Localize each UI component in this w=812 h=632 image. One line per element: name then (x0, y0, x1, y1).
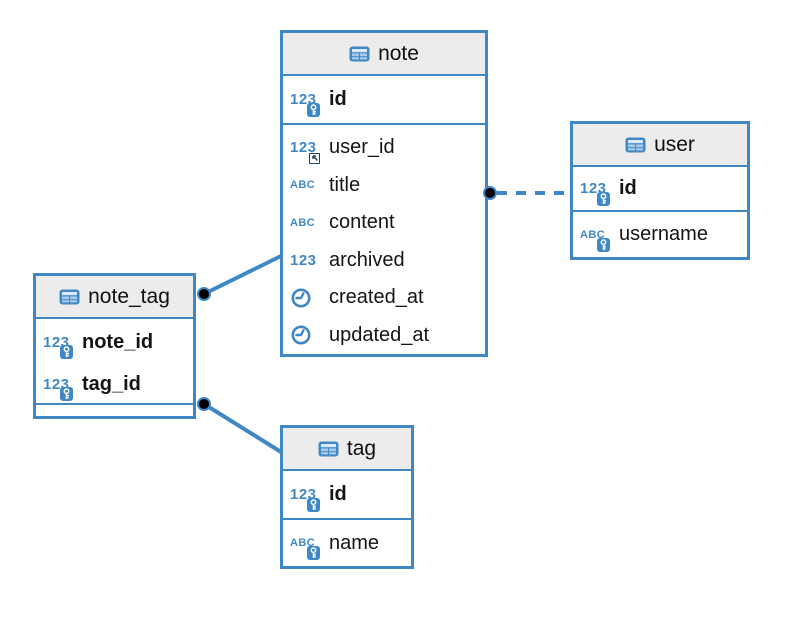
numeric-type-icon: 123 (290, 251, 317, 269)
numeric-type-icon: 123 (43, 329, 75, 359)
entity-title: tag (346, 436, 377, 460)
primary-key-icon (60, 387, 73, 401)
relation-line-note_tag.note_id-note.id[interactable] (203, 254, 282, 296)
column-row-note-updated-at[interactable]: updated_at (283, 316, 485, 354)
column-row-tag-id[interactable]: 123 id (283, 471, 411, 520)
column-row-note-tag-tag-id[interactable]: 123 tag_id (36, 365, 193, 405)
text-type-icon: ABC (290, 179, 316, 192)
column-name: note_id (82, 330, 154, 353)
column-name: username (619, 223, 708, 245)
column-row-note-user-id[interactable]: 123 user_id (283, 129, 485, 167)
numeric-type-icon: 123 (43, 371, 75, 401)
column-name: tag_id (82, 372, 141, 395)
entity-user[interactable]: user 123 id ABC username (570, 121, 750, 260)
entity-title: note (378, 41, 419, 65)
entity-title: note_tag (88, 284, 170, 308)
column-row-user-id[interactable]: 123 id (573, 167, 747, 212)
numeric-type-icon: 123 (290, 87, 322, 117)
column-name: updated_at (329, 323, 430, 346)
relation-endpoint-dot[interactable] (197, 287, 211, 301)
unique-key-icon (307, 546, 320, 560)
entity-tag[interactable]: tag 123 id ABC name (280, 425, 414, 569)
table-icon (59, 289, 80, 304)
relation-line-note_tag.tag_id-tag.id[interactable] (202, 402, 283, 454)
column-row-note-tag-note-id[interactable]: 123 note_id (36, 319, 193, 365)
entity-title: user (654, 132, 695, 156)
entity-note-tag-header[interactable]: note_tag (36, 276, 193, 319)
column-row-user-username[interactable]: ABC username (573, 212, 747, 257)
table-icon (318, 441, 339, 456)
column-name: id (619, 177, 637, 199)
column-row-tag-name[interactable]: ABC name (283, 520, 411, 566)
foreign-key-icon (309, 152, 320, 164)
numeric-type-icon: 123 (290, 482, 322, 512)
text-type-icon: ABC (580, 222, 612, 252)
text-type-icon: ABC (290, 530, 322, 560)
entity-note-header[interactable]: note (283, 33, 485, 76)
column-name: name (329, 531, 380, 554)
column-name: title (329, 173, 361, 196)
column-row-note-created-at[interactable]: created_at (283, 279, 485, 317)
column-row-note-archived[interactable]: 123 archived (283, 241, 485, 279)
clock-icon (290, 285, 322, 311)
primary-key-icon (307, 102, 320, 117)
table-icon (625, 137, 646, 152)
column-row-note-id[interactable]: 123 id (283, 76, 485, 125)
numeric-type-icon: 123 (580, 176, 612, 206)
relation-endpoint-dot[interactable] (197, 397, 211, 411)
column-row-note-content[interactable]: ABC content (283, 204, 485, 242)
entity-note-tag[interactable]: note_tag 123 note_id 123 tag_id (33, 273, 196, 419)
clock-icon (290, 322, 322, 348)
column-name: user_id (329, 136, 395, 159)
primary-key-icon (597, 191, 610, 206)
unique-key-icon (597, 237, 610, 252)
column-name: id (329, 88, 347, 110)
entity-note[interactable]: note 123 id 123 user_id ABC title (280, 30, 488, 357)
column-name: created_at (329, 286, 424, 309)
text-type-icon: ABC (290, 216, 316, 229)
numeric-type-icon: 123 (290, 135, 322, 164)
column-row-note-title[interactable]: ABC title (283, 166, 485, 204)
entity-tag-header[interactable]: tag (283, 428, 411, 471)
column-name: content (329, 211, 395, 234)
primary-key-icon (60, 345, 73, 359)
entity-user-header[interactable]: user (573, 124, 747, 167)
column-name: archived (329, 248, 405, 271)
column-name: id (329, 483, 347, 505)
empty-columns-section (36, 405, 193, 416)
table-icon (349, 46, 370, 61)
primary-key-icon (307, 497, 320, 512)
